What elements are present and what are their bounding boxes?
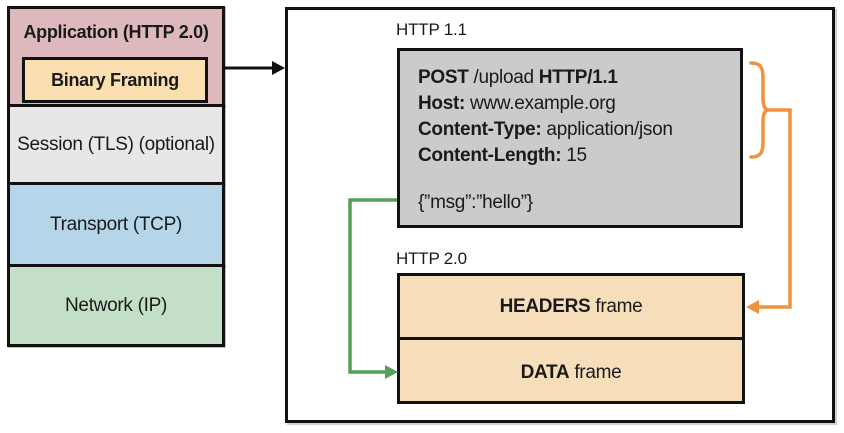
request-line-content-type: Content-Type: application/json (418, 119, 673, 140)
layer-network-label: Network (IP) (65, 294, 167, 316)
layer-application-label: Application (HTTP 2.0) (23, 22, 209, 42)
http11-label: HTTP 1.1 (396, 20, 467, 39)
request-line-host: Host: www.example.org (418, 93, 616, 114)
layer-session-label: Session (TLS) (optional) (17, 133, 215, 155)
request-line-content-length: Content-Length: 15 (418, 145, 587, 166)
http20-frames-box: HEADERS frame DATA frame (397, 273, 745, 404)
data-frame-label: DATA frame (520, 361, 622, 383)
layer-binary-framing-label: Binary Framing (51, 69, 179, 90)
stack-to-panel-arrow-icon (225, 61, 285, 75)
headers-frame-label: HEADERS frame (499, 295, 643, 317)
headers-frame-box: HEADERS frame (400, 276, 742, 340)
layer-network: Network (IP) (7, 264, 225, 347)
layer-binary-framing: Binary Framing (22, 57, 208, 103)
http11-request-box: POST /upload HTTP/1.1 Host: www.example.… (397, 48, 743, 228)
layer-transport-label: Transport (TCP) (49, 213, 183, 235)
http20-label: HTTP 2.0 (396, 249, 467, 268)
data-frame-box: DATA frame (400, 340, 742, 405)
request-line-start: POST /upload HTTP/1.1 (418, 67, 618, 88)
request-body: {”msg”:”hello”} (418, 192, 533, 213)
layer-session: Session (TLS) (optional) (7, 104, 225, 185)
layer-transport: Transport (TCP) (7, 182, 225, 267)
